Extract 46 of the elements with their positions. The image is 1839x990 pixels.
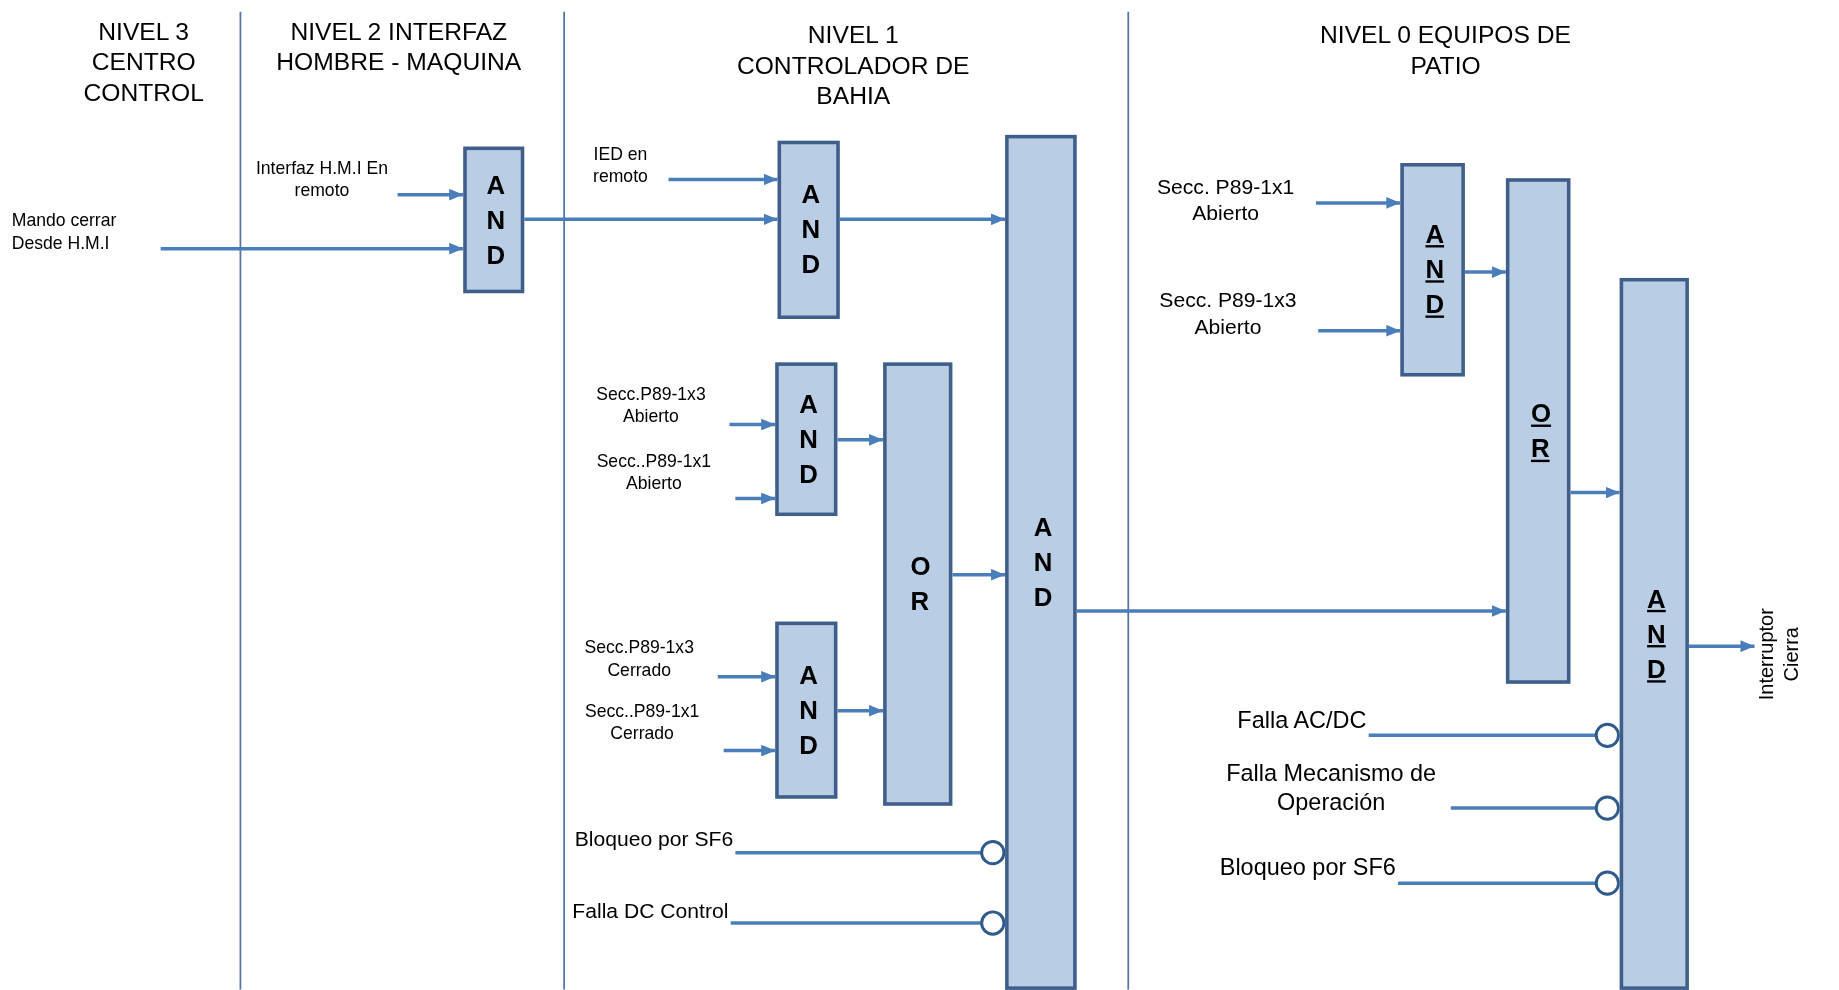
arrow	[1464, 266, 1506, 278]
arrow	[1688, 640, 1755, 653]
arrow	[837, 433, 884, 446]
logic-gate-block: OR	[1505, 178, 1571, 684]
output-label: Interruptor Cierra	[1754, 592, 1805, 716]
input-signal-label: Falla DC Control	[572, 898, 729, 925]
arrow	[524, 213, 778, 226]
arrow	[1570, 486, 1620, 499]
logic-gate-block: AND	[1619, 277, 1689, 990]
logic-gate-block: AND	[1005, 134, 1077, 990]
column-heading: NIVEL 3 CENTRO CONTROL	[82, 16, 205, 108]
logic-gate-block: AND	[775, 362, 838, 517]
input-signal-label: Secc. P89-1x1 Abierto	[1137, 173, 1314, 227]
logic-gate-block: AND	[1400, 163, 1465, 377]
logic-gate-block: AND	[777, 140, 840, 319]
logic-gate-block: OR	[883, 362, 953, 806]
arrow	[839, 213, 1006, 226]
arrow	[729, 418, 776, 431]
input-signal-label: Secc..P89-1x1 Cerrado	[562, 700, 722, 745]
arrow	[717, 670, 776, 683]
arrow	[1076, 605, 1506, 617]
input-signal-label: Interfaz H.M.I En remoto	[248, 157, 396, 202]
input-signal-label: Secc. P89-1x3 Abierto	[1140, 287, 1316, 341]
arrow	[837, 704, 884, 717]
input-signal-label: Falla AC/DC	[1237, 706, 1367, 736]
input-signal-label: Mando cerrar Desde H.M.I	[11, 209, 159, 254]
input-signal-label: IED en remoto	[574, 143, 667, 188]
logic-gate-block: AND	[775, 621, 838, 799]
arrow	[160, 242, 464, 255]
input-signal-label: Bloqueo por SF6	[1219, 852, 1396, 882]
column-heading: NIVEL 1 CONTROLADOR DE BAHIA	[735, 20, 971, 112]
arrow	[397, 188, 464, 201]
column-heading: NIVEL 0 EQUIPOS DE PATIO	[1319, 20, 1572, 81]
arrow	[668, 173, 778, 186]
input-signal-label: Bloqueo por SF6	[574, 825, 734, 853]
arrow	[735, 492, 776, 505]
input-signal-label: Secc.P89-1x3 Abierto	[574, 383, 728, 428]
logic-gate-block: AND	[463, 146, 525, 294]
input-signal-label: Secc..P89-1x1 Abierto	[574, 450, 733, 495]
column-heading: NIVEL 2 INTERFAZ HOMBRE - MAQUINA	[275, 16, 523, 78]
input-signal-label: Secc.P89-1x3 Cerrado	[562, 636, 716, 681]
input-signal-label: Falla Mecanismo de Operación	[1213, 758, 1449, 818]
arrow	[1318, 324, 1401, 337]
arrow	[723, 744, 776, 757]
arrow	[1315, 197, 1401, 209]
arrow	[952, 568, 1006, 581]
